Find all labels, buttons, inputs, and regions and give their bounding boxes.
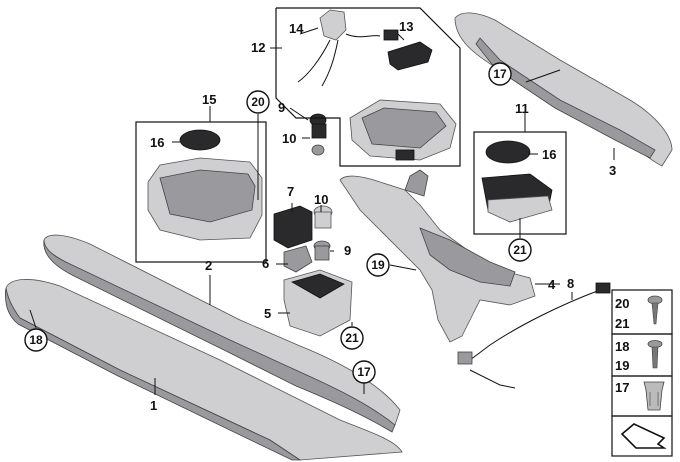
part-12-ashtray-unit — [297, 9, 457, 161]
circled-21-right — [508, 238, 532, 262]
callout-3: 3 — [609, 163, 616, 178]
callout-9-bottom: 9 — [344, 243, 351, 258]
box-15 — [135, 121, 267, 263]
circled-21-left — [340, 326, 364, 350]
callout-1: 1 — [150, 398, 157, 413]
callout-14: 14 — [289, 21, 304, 36]
callout-12: 12 — [251, 40, 265, 55]
svg-text:18: 18 — [29, 333, 43, 347]
circled-labels: 17 17 18 19 20 21 21 — [24, 62, 532, 384]
part-11-cupholder — [481, 140, 553, 223]
circled-18 — [24, 328, 48, 352]
part-8-cable — [457, 282, 611, 389]
floor-mat-symbol-icon — [620, 423, 667, 449]
svg-text:21: 21 — [513, 243, 527, 257]
legend-19: 19 — [615, 358, 629, 373]
part-5-bin — [283, 269, 353, 337]
callout-10-top: 10 — [282, 131, 296, 146]
svg-text:21: 21 — [345, 331, 359, 345]
callout-5: 5 — [264, 306, 271, 321]
circled-19 — [366, 253, 390, 277]
circled-17-bottom — [352, 360, 376, 384]
part-2-side-trim-upper — [43, 234, 401, 433]
circled-17-top — [488, 62, 512, 86]
part-4-center-console — [339, 169, 536, 343]
callout-11: 11 — [515, 101, 529, 116]
legend-row-symbol — [611, 415, 673, 457]
callout-15: 15 — [202, 92, 216, 107]
callout-8: 8 — [567, 276, 574, 291]
part-7-block — [273, 205, 313, 249]
screw-icon — [647, 295, 663, 325]
part-15-storage-tray — [147, 129, 263, 241]
part-6-clip — [283, 245, 313, 273]
callout-4: 4 — [548, 277, 556, 292]
legend-17: 17 — [615, 380, 629, 395]
leader-lines — [29, 27, 615, 395]
svg-text:20: 20 — [251, 95, 265, 109]
callout-13: 13 — [399, 19, 413, 34]
legend-21: 21 — [615, 316, 629, 331]
callout-9-top: 9 — [278, 100, 285, 115]
bolt-icon — [647, 340, 663, 369]
clip-icon — [643, 381, 665, 411]
svg-text:17: 17 — [357, 365, 371, 379]
legend-18: 18 — [615, 339, 629, 354]
part-1-side-trim-lower — [5, 279, 403, 461]
legend-20: 20 — [615, 296, 629, 311]
box-12 — [275, 7, 461, 167]
part-9-10-sockets — [309, 113, 333, 261]
circled-20 — [246, 90, 270, 114]
svg-text:17: 17 — [493, 67, 507, 81]
part-3-dashboard-strip — [454, 12, 673, 167]
callout-2: 2 — [205, 258, 212, 273]
callout-16-left: 16 — [150, 135, 164, 150]
callout-labels: 1 2 3 4 5 6 7 8 9 9 10 10 11 12 13 14 15… — [150, 19, 616, 413]
callout-16-right: 16 — [542, 147, 556, 162]
callout-6: 6 — [262, 256, 269, 271]
fastener-legend: 20 21 18 19 17 — [611, 289, 673, 457]
svg-text:19: 19 — [371, 258, 385, 272]
callout-7: 7 — [287, 184, 294, 199]
callout-10-bottom: 10 — [314, 192, 328, 207]
